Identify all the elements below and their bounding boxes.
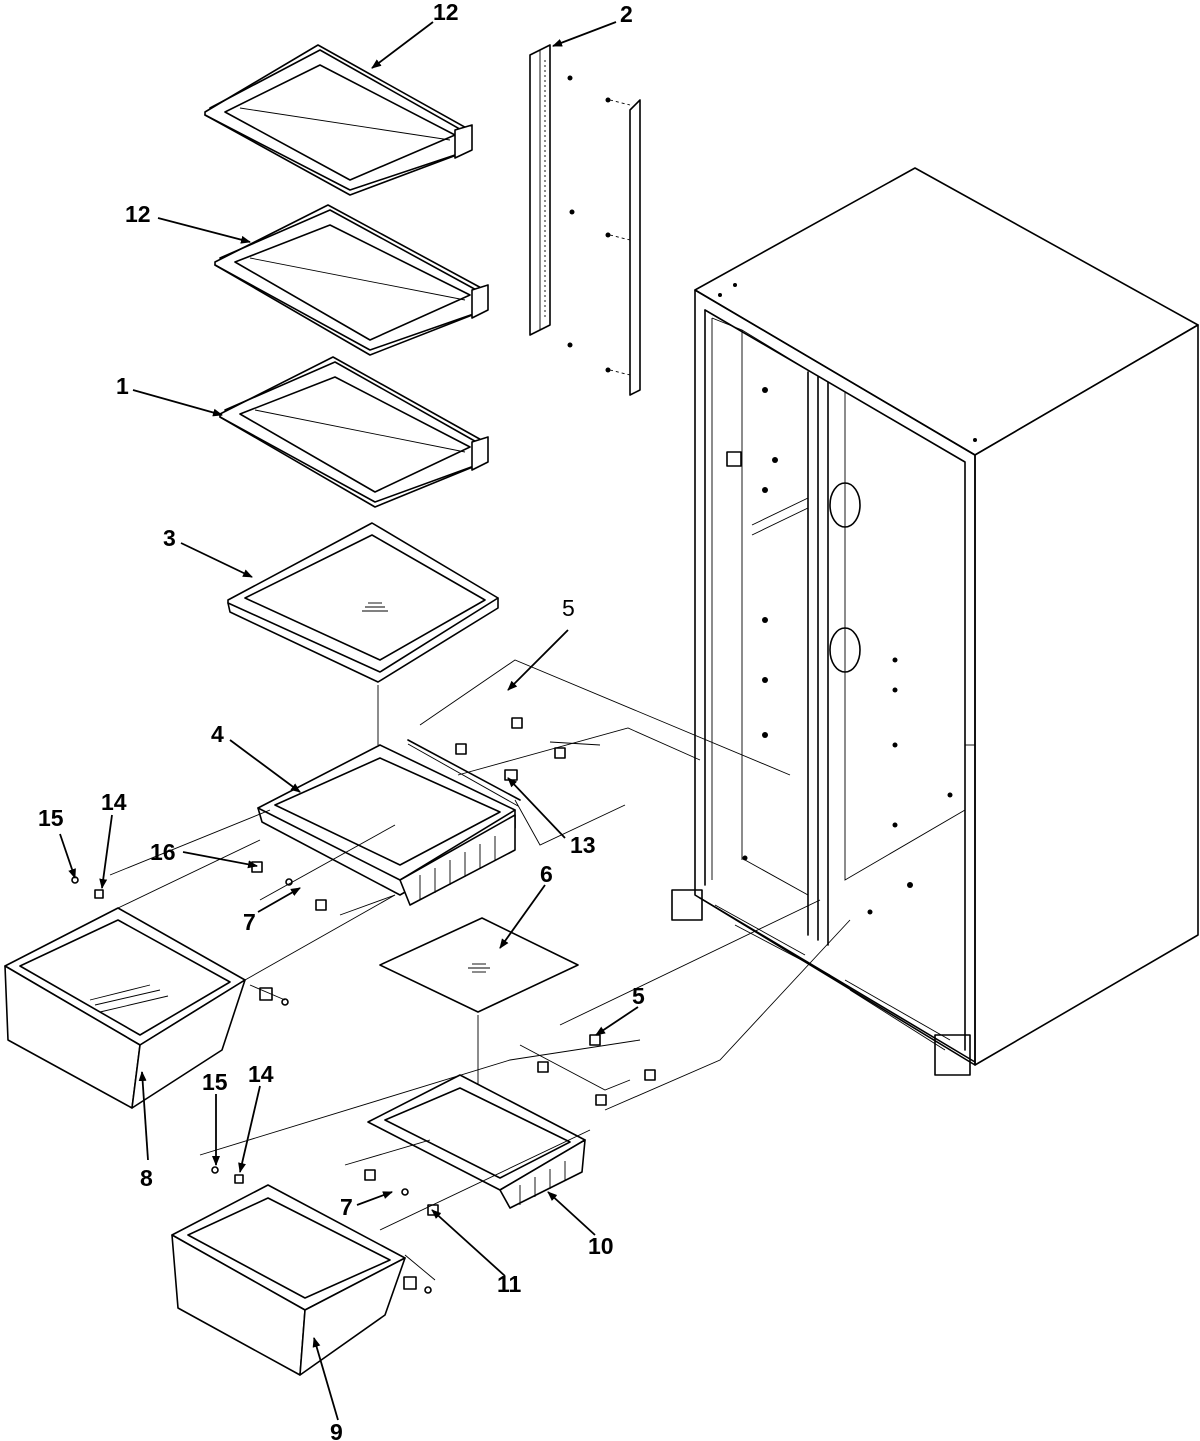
label-part-11: 11 [497, 1271, 522, 1297]
crisper-pan-upper [4, 839, 396, 1109]
crisper-cover-shelf [227, 522, 499, 683]
label-part-1: 1 [116, 373, 129, 399]
label-part-13: 13 [570, 832, 596, 858]
label-part-12-top: 12 [433, 0, 459, 25]
part-number-labels: 12 2 12 1 3 5 4 13 15 14 16 7 6 5 8 15 1… [38, 0, 645, 1441]
label-part-16: 16 [150, 839, 176, 865]
cantilever-shelf-middle [214, 204, 489, 356]
label-part-8: 8 [140, 1165, 153, 1191]
label-part-10: 10 [588, 1233, 614, 1259]
label-part-7-lower: 7 [340, 1194, 353, 1220]
label-part-15-lower: 15 [202, 1069, 228, 1095]
crisper-glass-cover [379, 917, 579, 1013]
label-part-2: 2 [620, 1, 633, 27]
hardware-clips [71, 717, 656, 1294]
crisper-pan-lower [171, 1184, 406, 1376]
label-part-6: 6 [540, 861, 553, 887]
label-part-9: 9 [330, 1419, 343, 1441]
callout-arrows [59, 21, 639, 1421]
crisper-frame-lower [367, 1074, 586, 1209]
label-part-14-upper: 14 [101, 789, 127, 815]
assembly-guide-lines [109, 659, 851, 1281]
refrigerator-cabinet [671, 167, 1199, 1076]
cantilever-shelf-lower [219, 356, 489, 508]
label-part-4: 4 [211, 721, 224, 747]
label-part-14-lower: 14 [248, 1061, 274, 1087]
crisper-frame-upper [257, 744, 516, 906]
label-part-15-upper: 15 [38, 805, 64, 831]
cantilever-shelf-top [204, 44, 473, 196]
crisper-rail-rod [407, 739, 521, 807]
label-part-5-upper: 5 [562, 595, 575, 621]
label-part-12-middle: 12 [125, 201, 151, 227]
shelf-ladder-rails [529, 44, 641, 396]
label-part-3: 3 [163, 525, 176, 551]
label-part-5-lower: 5 [632, 983, 645, 1009]
label-part-7-upper: 7 [243, 909, 256, 935]
